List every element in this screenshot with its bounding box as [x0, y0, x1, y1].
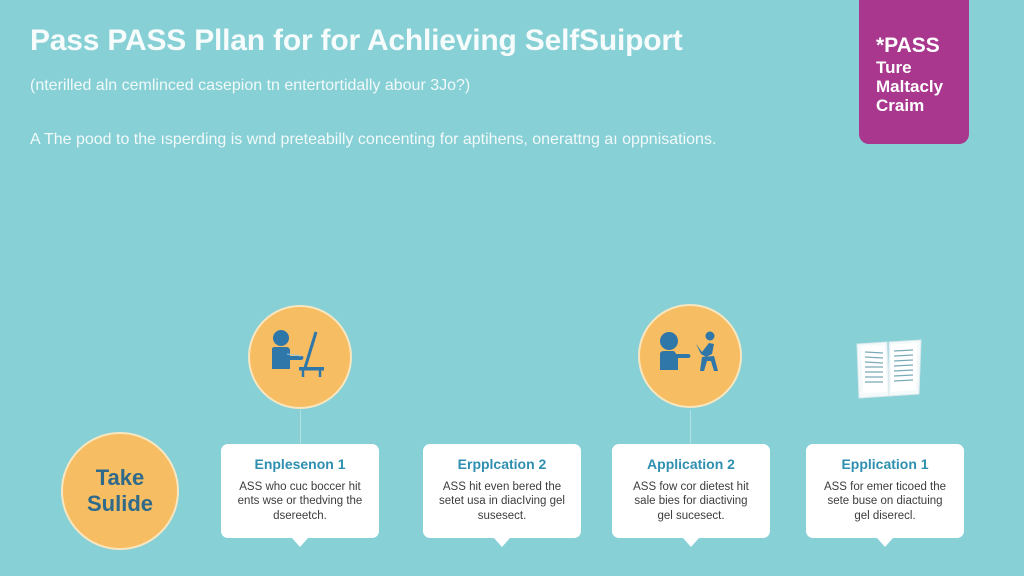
badge-line-2: Ture: [876, 57, 912, 77]
adult-child-circle: [638, 304, 742, 408]
card-text: ASS for emer ticoed the sete buse on dia…: [823, 481, 947, 522]
start-node-line-1: Take: [95, 464, 145, 490]
person-computer-circle: [248, 305, 352, 409]
person-at-computer-icon: [272, 330, 324, 377]
open-book-icon: [856, 339, 922, 399]
connector-line: [300, 410, 301, 444]
step-card-1: Enplesenon 1 ASS who cuc boccer hit ents…: [221, 444, 379, 547]
adult-with-child-icon: [660, 331, 718, 371]
badge-line-1: *PASS: [876, 34, 940, 57]
page-title: Pass PASS Pllan for for Achlieving SelfS…: [30, 24, 683, 57]
step-card-3: Application 2 ASS fow cor dietest hit sa…: [612, 444, 770, 547]
card-title: Epplication 1: [841, 456, 929, 472]
step-card-4: Epplication 1 ASS for emer ticoed the se…: [806, 444, 964, 547]
card-text: ASS fow cor dietest hit sale bies for di…: [633, 481, 749, 522]
start-node-circle: Take Sulide: [61, 432, 179, 550]
start-node-line-2: Sulide: [86, 491, 153, 516]
book-icon-wrap: [853, 336, 925, 402]
step-card-2: Erpplcation 2 ASS hit even bered the set…: [423, 444, 581, 547]
card-text: ASS who cuc boccer hit ents wse or thedv…: [237, 481, 363, 522]
card-title: Enplesenon 1: [254, 456, 346, 472]
card-title: Erpplcation 2: [457, 456, 547, 472]
connector-line: [690, 410, 691, 444]
badge-line-4: Craim: [876, 95, 925, 115]
pass-badge: *PASS Ture Maltacly Craim: [859, 0, 969, 144]
page-subtitle: (nterilled aln cemlinced casepion tn ent…: [30, 77, 471, 94]
badge-line-3: Maltacly: [876, 76, 944, 96]
card-text: ASS hit even bered the setet usa in diac…: [439, 481, 565, 522]
card-title: Application 2: [647, 456, 735, 472]
page-description: A The pood to the ısperding is wnd prete…: [30, 131, 717, 148]
